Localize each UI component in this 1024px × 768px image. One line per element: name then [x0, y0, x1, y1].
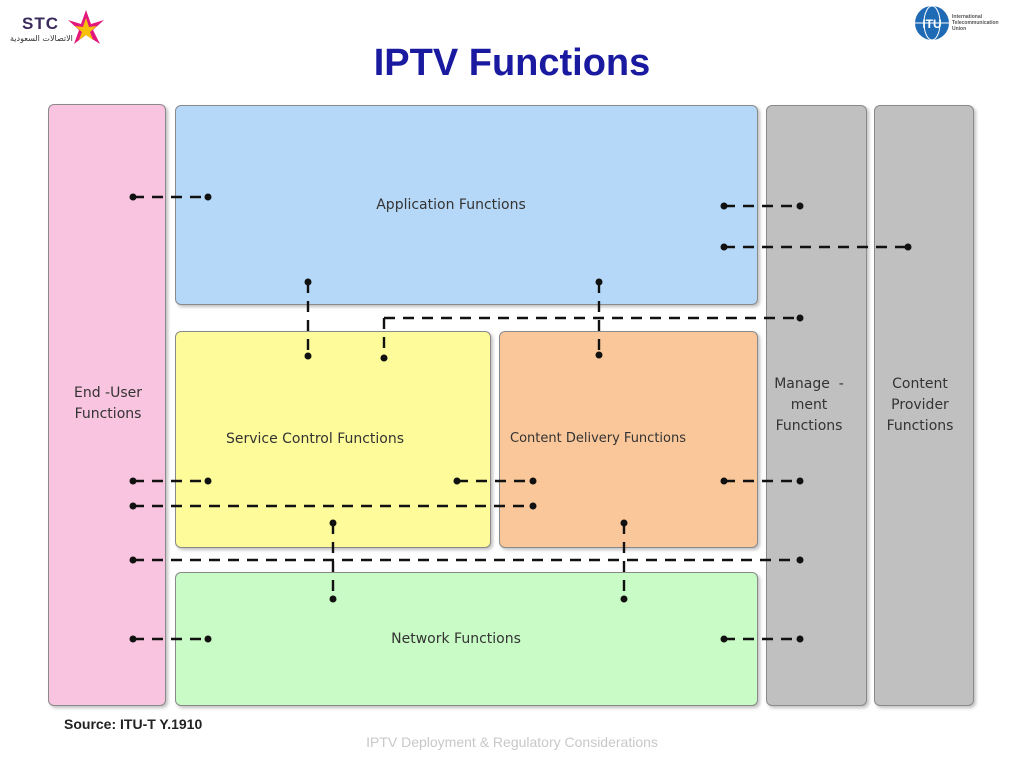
connector-endpoint	[796, 477, 804, 485]
network-functions-block: Network Functions	[175, 572, 758, 706]
itu-line: Union	[952, 26, 967, 32]
network-functions-label: Network Functions	[391, 631, 521, 647]
itu-logo: ITU International Telecommunication Unio…	[912, 2, 1020, 44]
end-user-functions-label: End -User Functions	[49, 383, 167, 425]
connector-endpoint	[796, 202, 804, 210]
connector-endpoint	[796, 635, 804, 643]
connector-endpoint	[329, 519, 337, 527]
connector-endpoint	[204, 477, 212, 485]
connector-endpoint	[204, 193, 212, 201]
slide-footer: IPTV Deployment & Regulatory Considerati…	[366, 734, 658, 750]
content-provider-label-line: Functions	[886, 418, 954, 434]
itu-line: International	[952, 14, 983, 20]
connector-endpoint	[595, 278, 603, 286]
source-note: Source: ITU-T Y.1910	[64, 716, 203, 732]
management-label-line: Functions	[775, 418, 843, 434]
connector-endpoint	[720, 477, 728, 485]
management-label-line: Manage -	[774, 376, 844, 392]
connector-endpoint	[129, 193, 137, 201]
management-functions-label: Manage - ment Functions	[767, 374, 851, 437]
stc-logo-text: STC	[22, 14, 59, 33]
content-delivery-functions-label: Content Delivery Functions	[510, 431, 686, 446]
application-functions-label: Application Functions	[376, 197, 526, 213]
connector-endpoint	[720, 635, 728, 643]
end-user-label-line: End -User	[73, 385, 143, 401]
connector-endpoint	[796, 314, 804, 322]
itu-globe-icon: ITU	[915, 5, 949, 41]
connector-endpoint	[380, 354, 388, 362]
page-title: IPTV Functions	[373, 42, 651, 84]
content-provider-label-line: Provider	[891, 397, 949, 413]
connector-endpoint	[129, 477, 137, 485]
itu-logo-lines: International Telecommunication Union	[952, 14, 999, 32]
content-provider-label-line: Content	[892, 376, 948, 392]
content-provider-functions-label: Content Provider Functions	[875, 374, 965, 437]
connector-endpoint	[620, 595, 628, 603]
connector-endpoint	[620, 519, 628, 527]
end-user-functions-block: End -User Functions	[48, 104, 166, 706]
management-label-line: ment	[790, 397, 828, 413]
service-control-functions-label: Service Control Functions	[225, 431, 405, 447]
service-control-functions-block: Service Control Functions	[175, 331, 491, 548]
end-user-label-line: Functions	[74, 406, 142, 422]
connector-endpoint	[129, 502, 137, 510]
connector-endpoint	[304, 352, 312, 360]
connector-endpoint	[529, 477, 537, 485]
connector-endpoint	[904, 243, 912, 251]
itu-logo-text: ITU	[922, 17, 941, 31]
application-functions-block: Application Functions	[175, 105, 758, 305]
connector-endpoint	[304, 278, 312, 286]
stc-logo-subtitle: الاتصالات السعودية	[10, 34, 73, 43]
stc-logo: STC الاتصالات السعودية	[8, 8, 104, 48]
connector-endpoint	[720, 243, 728, 251]
connector-endpoint	[129, 635, 137, 643]
itu-line: Telecommunication	[952, 20, 999, 26]
connector-endpoint	[329, 595, 337, 603]
content-delivery-functions-block: Content Delivery Functions	[499, 331, 758, 548]
connector-endpoint	[204, 635, 212, 643]
connector-endpoint	[595, 351, 603, 359]
connector-endpoint	[720, 202, 728, 210]
connector-endpoint	[529, 502, 537, 510]
connector-endpoint	[796, 556, 804, 564]
content-provider-functions-block: Content Provider Functions	[874, 105, 974, 706]
connector-endpoint	[129, 556, 137, 564]
connector-endpoint	[453, 477, 461, 485]
stc-star-icon	[68, 10, 104, 44]
